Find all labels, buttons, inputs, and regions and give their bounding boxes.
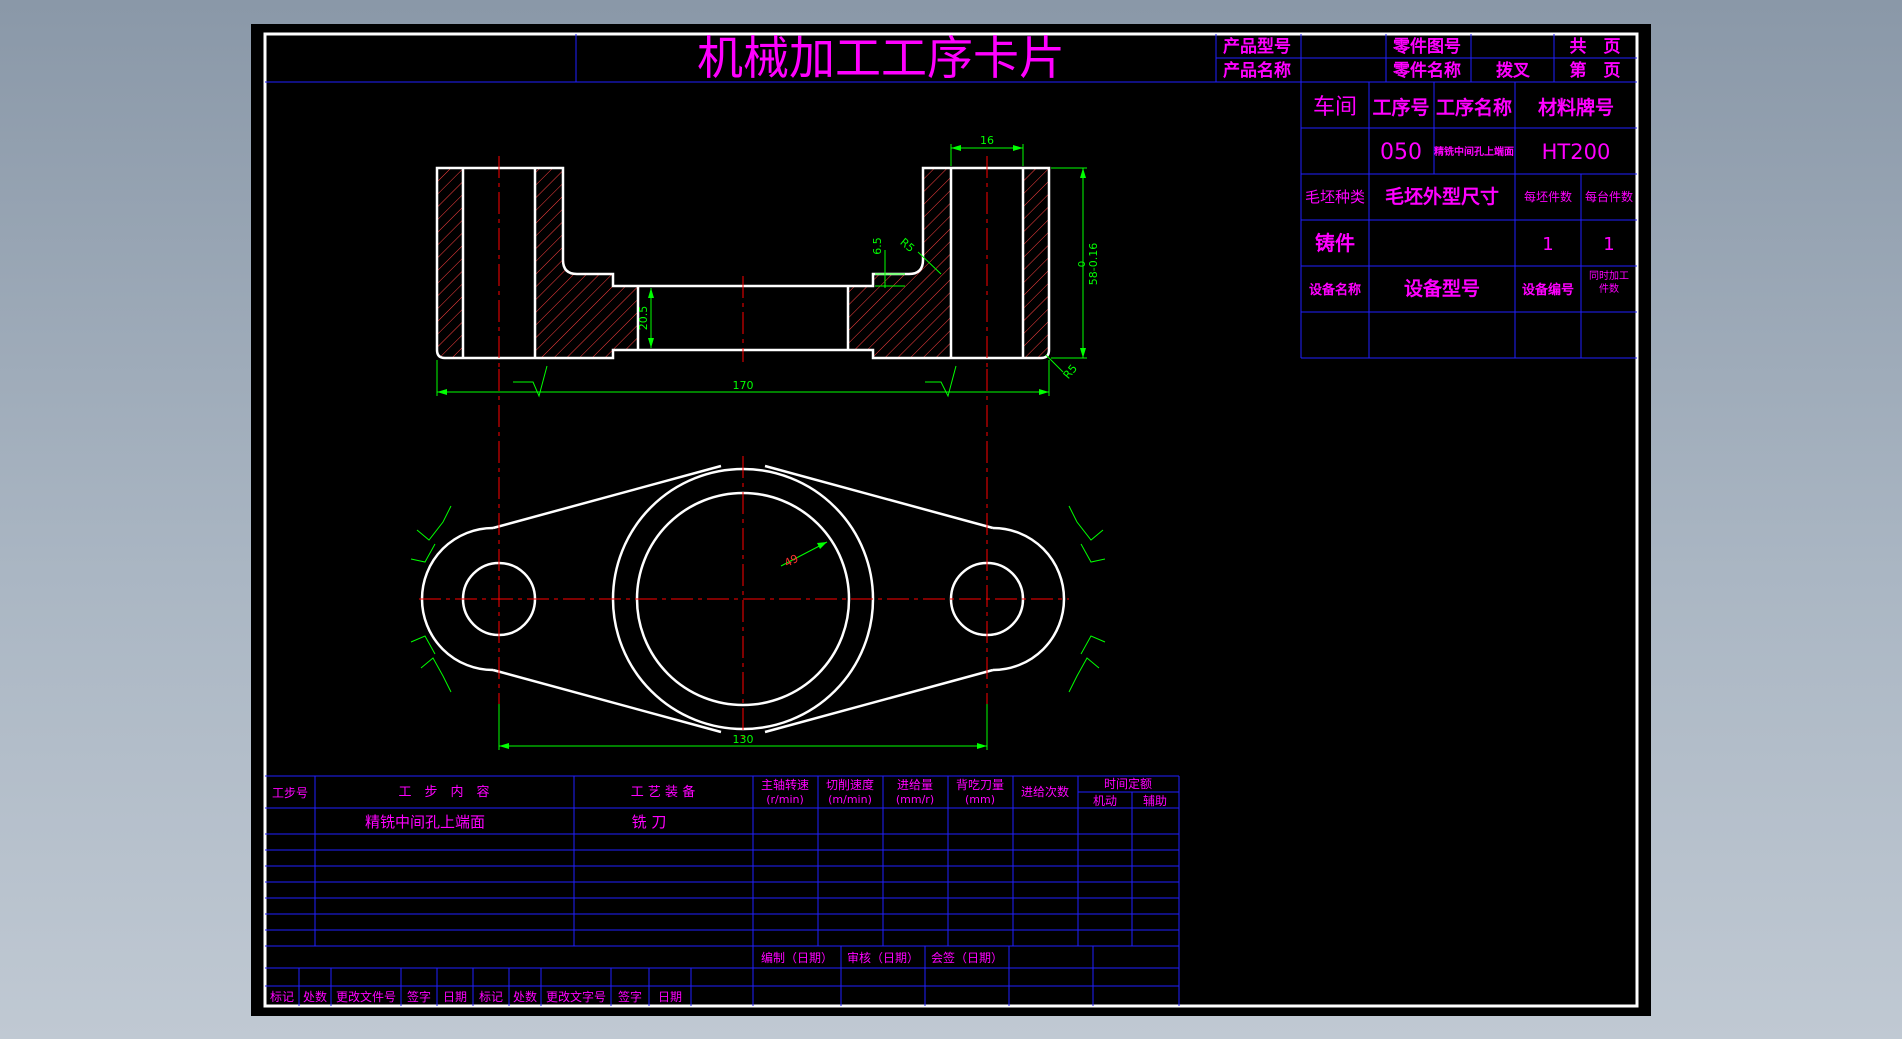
dim-16: 16 [980,134,994,147]
blank-type-value: 铸件 [1315,231,1355,255]
signoff-reviewed: 审核（日期） [847,950,919,965]
simultaneous-label-2: 件数 [1599,282,1619,295]
equipment-no-label: 设备编号 [1522,282,1574,298]
step-grid [265,775,1180,1006]
info-grid [1300,82,1637,359]
signoff-count-2: 处数 [513,989,537,1004]
hatch-right-outer [1023,168,1049,358]
hatch-right-inner [848,168,951,358]
outer-frame [263,32,1639,1008]
hdr-step-content: 工 步 内 容 [398,784,489,800]
per-unit-value: 1 [1603,234,1614,255]
material-value: HT200 [1542,140,1611,164]
plan-view[interactable]: 130 49 [410,369,1106,750]
equipment-model-label: 设备型号 [1404,277,1480,300]
process-card-svg: 机械加工工序卡片 产品型号 产品名称 零件图号 零件名称 拨叉 共 页 第 页 … [263,31,1639,1008]
part-drawing-no-label: 零件图号 [1392,36,1461,57]
part-name-label: 零件名称 [1392,60,1461,81]
dim-49: 49 [782,552,800,570]
signoff-sign: 签字 [407,989,431,1004]
material-label: 材料牌号 [1538,96,1614,119]
page-label: 第 页 [1570,60,1621,81]
hatch-left-inner [535,168,638,358]
per-unit-label: 每台件数 [1585,189,1633,204]
product-name-label: 产品名称 [1223,60,1291,81]
hdr-cut-speed: 切削速度 [826,777,874,792]
hdr-equipment: 工 艺 装 备 [631,784,695,800]
dim-r5-b: R5 [1061,362,1080,382]
signoff-date-2: 日期 [658,990,682,1004]
simultaneous-label-1: 同时加工 [1589,270,1629,282]
step-1-content[interactable]: 精铣中间孔上端面 [365,813,485,831]
blank-size-label: 毛坯外型尺寸 [1385,185,1499,208]
hdr-spindle: 主轴转速 [761,777,809,792]
equipment-name-label: 设备名称 [1309,282,1361,298]
dim-20-5: 20.5 [637,306,650,331]
signoff-change-doc: 更改文件号 [336,989,396,1004]
card-title: 机械加工工序卡片 [697,31,1065,85]
part-outline [435,166,1051,360]
hdr-time-quota: 时间定额 [1104,776,1152,791]
per-blank-value: 1 [1542,234,1553,255]
dim-6-5: 6.5 [871,237,884,255]
hdr-feed-unit: (mm/r) [896,793,934,806]
op-no-value: 050 [1380,140,1422,165]
dim-58: 58-0.16 [1087,243,1100,285]
signoff-sign-2: 签字 [618,989,642,1004]
right-boss-outline [992,526,1066,672]
hdr-cut-speed-unit: (m/min) [828,793,872,806]
signoff-countersign: 会签（日期） [931,950,1003,965]
cad-drawing-canvas[interactable]: 机械加工工序卡片 产品型号 产品名称 零件图号 零件名称 拨叉 共 页 第 页 … [251,24,1651,1016]
part-name-value: 拨叉 [1496,60,1531,81]
op-no-label: 工序号 [1372,96,1429,119]
hdr-passes: 进给次数 [1021,784,1069,799]
hdr-depth: 背吃刀量 [956,778,1004,792]
header-grid [265,34,1637,83]
blank-type-label: 毛坯种类 [1305,188,1365,206]
section-view[interactable]: 170 16 20.5 6.5 58-0.16 0 R5 R5 [435,134,1100,398]
hdr-feed: 进给量 [897,778,933,792]
hatch-left-outer [437,168,463,358]
signoff-count: 处数 [303,989,327,1004]
op-name-value: 精铣中间孔上端面 [1434,145,1514,158]
signoff-change-doc-2: 更改文字号 [546,989,606,1004]
hdr-spindle-unit: (r/min) [766,793,804,806]
product-model-label: 产品型号 [1223,36,1291,57]
hdr-aux-time: 辅助 [1143,794,1167,808]
hdr-depth-unit: (mm) [965,793,995,806]
hdr-machine-time: 机动 [1093,794,1117,808]
dim-r5-a: R5 [897,236,917,255]
op-name-label: 工序名称 [1436,96,1512,119]
dim-170: 170 [733,379,754,392]
workshop-label: 车间 [1313,95,1357,120]
signoff-prepared: 编制（日期） [761,950,833,965]
hdr-step-no: 工步号 [272,786,308,800]
signoff-date: 日期 [443,990,467,1004]
per-blank-label: 每坯件数 [1524,189,1572,204]
signoff-mark: 标记 [270,990,294,1004]
dim-58-tol: 0 [1077,261,1088,267]
step-1-equipment[interactable]: 铣 刀 [632,813,667,831]
total-pages-label: 共 页 [1570,37,1621,57]
dim-130: 130 [733,733,754,746]
signoff-mark-2: 标记 [479,990,503,1004]
